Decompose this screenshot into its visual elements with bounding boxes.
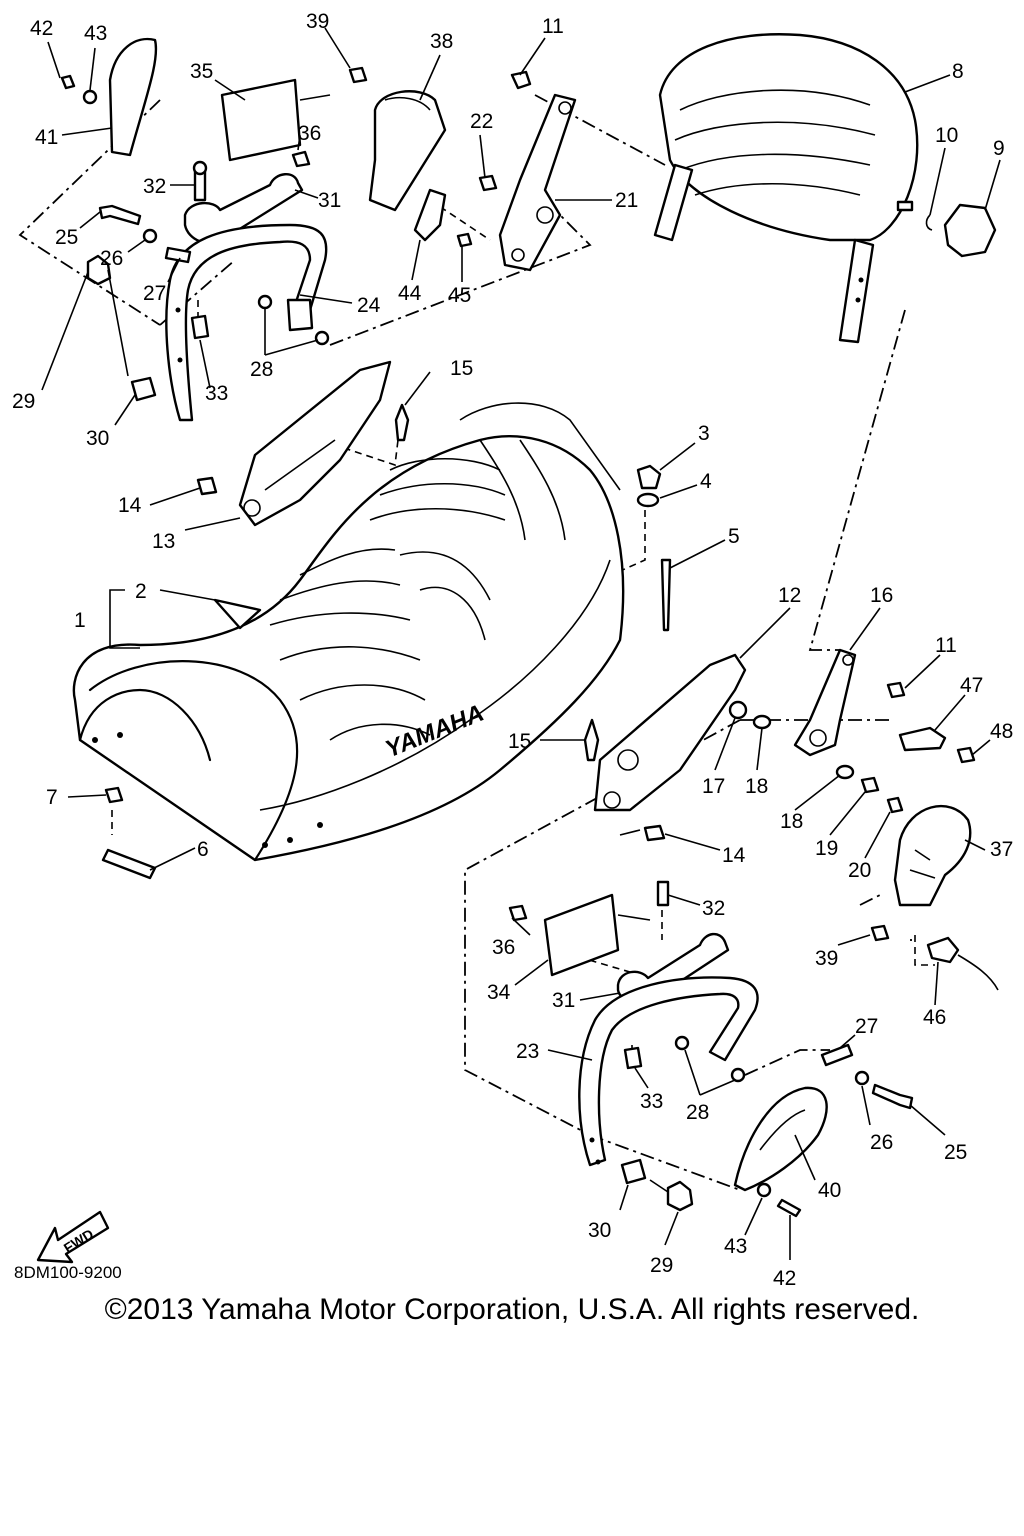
part-label-2: 2	[135, 580, 147, 603]
bracket-small	[413, 188, 447, 242]
part-label-46: 46	[923, 1006, 946, 1029]
part-label-32-left: 32	[143, 175, 166, 198]
part-label-15-right: 15	[508, 730, 531, 753]
part-label-31-right: 31	[552, 989, 575, 1012]
part-label-8: 8	[952, 60, 964, 83]
hand-guard-right	[733, 1086, 828, 1192]
part-label-40: 40	[818, 1179, 841, 1202]
copyright-notice: ©2013 Yamaha Motor Corporation, U.S.A. A…	[104, 1293, 920, 1326]
part-label-3: 3	[698, 422, 710, 445]
part-label-37: 37	[990, 838, 1013, 861]
part-label-42-right: 42	[773, 1267, 796, 1290]
backrest	[653, 33, 919, 344]
connector-plug	[926, 936, 960, 964]
part-label-48: 48	[990, 720, 1013, 743]
control-box-left	[220, 78, 302, 162]
part-label-4: 4	[700, 470, 712, 493]
control-box-right	[543, 893, 620, 977]
part-label-29-right: 29	[650, 1254, 673, 1277]
part-label-39-right: 39	[815, 947, 838, 970]
part-label-14-right: 14	[722, 844, 746, 867]
part-label-25-right: 25	[944, 1141, 967, 1164]
backrest-bracket-right	[793, 648, 857, 757]
clamp-right	[893, 804, 972, 907]
part-label-47: 47	[960, 674, 983, 697]
part-label-41: 41	[35, 126, 58, 149]
part-label-36-right: 36	[492, 936, 515, 959]
parts-diagram: YAMAHA	[12, 10, 1013, 1290]
part-label-11-right: 11	[935, 634, 957, 657]
part-label-22: 22	[470, 110, 493, 133]
part-label-43-right: 43	[724, 1235, 747, 1258]
part-label-6: 6	[197, 838, 209, 861]
diagram-code: 8DM100-9200	[14, 1263, 122, 1282]
connector	[898, 726, 947, 752]
part-label-30-left: 30	[86, 427, 109, 450]
part-label-20: 20	[848, 859, 871, 882]
part-number-labels: 1 1 2 3 4 5 6 7 8 9 10 11 11 12 13 14 14…	[12, 10, 1013, 1290]
part-label-25-left: 25	[55, 226, 78, 249]
part-label-35: 35	[190, 60, 213, 83]
part-label-28-left: 28	[250, 358, 273, 381]
part-label-31-left: 31	[318, 189, 341, 212]
part-label-43-left: 43	[84, 22, 107, 45]
nut	[636, 464, 662, 490]
fwd-arrow-icon: FWD	[36, 1210, 110, 1264]
part-label-7: 7	[46, 786, 58, 809]
part-label-14-left: 14	[118, 494, 142, 517]
part-label-13: 13	[152, 530, 175, 553]
backrest-knob	[943, 203, 997, 258]
part-label-11-top: 11	[542, 15, 564, 38]
part-label-5: 5	[728, 525, 740, 548]
part-label-27-left: 27	[143, 282, 166, 305]
knob-right	[666, 1180, 694, 1212]
part-label-33-left: 33	[205, 382, 228, 405]
part-label-19: 19	[815, 837, 838, 860]
part-label-32-right: 32	[702, 897, 725, 920]
part-label-21: 21	[615, 189, 638, 212]
heater-left	[183, 173, 304, 245]
part-label-26-left: 26	[100, 247, 123, 270]
part-label-39-left: 39	[306, 10, 329, 33]
leader-lines	[41, 27, 1001, 1260]
part-label-10: 10	[935, 124, 958, 147]
side-plate-left	[238, 360, 392, 527]
side-plate-right	[593, 653, 747, 812]
part-label-16: 16	[870, 584, 893, 607]
part-label-9: 9	[993, 137, 1005, 160]
part-label-29-left: 29	[12, 390, 35, 413]
part-label-27-right: 27	[855, 1015, 878, 1038]
part-label-28-right: 28	[686, 1101, 709, 1124]
part-label-26-right: 26	[870, 1131, 893, 1154]
part-label-36-left: 36	[298, 122, 321, 145]
part-label-44: 44	[398, 282, 422, 305]
seat-assembly: YAMAHA	[72, 402, 625, 862]
part-label-45: 45	[448, 284, 471, 307]
part-label-33-right: 33	[640, 1090, 663, 1113]
part-label-12: 12	[778, 584, 801, 607]
part-label-18-a: 18	[745, 775, 768, 798]
hand-guard-left	[108, 37, 158, 157]
part-label-30-right: 30	[588, 1219, 611, 1242]
part-label-1: 1	[74, 609, 86, 632]
backrest-bracket-left	[498, 93, 577, 272]
part-label-24: 24	[357, 294, 381, 317]
part-label-18-b: 18	[780, 810, 803, 833]
clip	[101, 848, 157, 880]
part-label-42-left: 42	[30, 17, 53, 40]
part-label-17: 17	[702, 775, 725, 798]
part-label-34: 34	[487, 981, 511, 1004]
grab-bar-right	[578, 976, 759, 1167]
part-label-23: 23	[516, 1040, 539, 1063]
part-label-38: 38	[430, 30, 453, 53]
part-label-15-left: 15	[450, 357, 473, 380]
